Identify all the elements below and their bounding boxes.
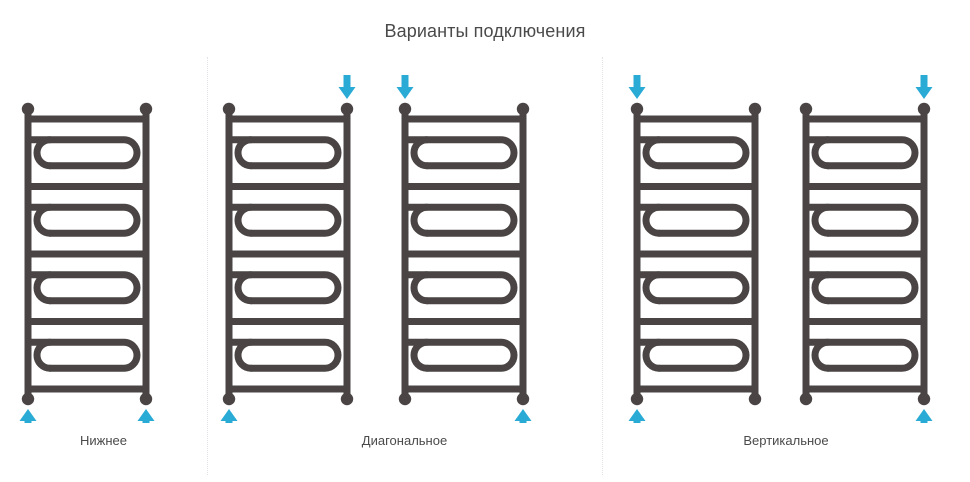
- coil-3-left-bend: [642, 271, 663, 305]
- coil-1-upper: [401, 136, 518, 170]
- knob-top-right: [748, 102, 762, 116]
- panel-label-bottom: Нижнее: [80, 433, 127, 448]
- flow-arrow-bottom-left: [628, 409, 646, 423]
- flow-arrow-bottom-right: [137, 409, 155, 423]
- knob-bottom-right: [139, 392, 153, 406]
- coil-2-upper: [401, 203, 518, 237]
- flow-arrow-top-right: [338, 75, 356, 99]
- coil-1-upper: [225, 136, 342, 170]
- coil-4-left-bend: [33, 338, 54, 372]
- coil-1-left-bend: [642, 136, 663, 170]
- knob-top-right: [340, 102, 354, 116]
- radiator-diagonal-1: [217, 75, 359, 423]
- knob-bottom-right: [340, 392, 354, 406]
- radiator-diagonal-1-svg: [220, 75, 356, 423]
- coil-4-upper: [24, 338, 141, 372]
- panel-divider-2: [602, 57, 603, 475]
- knob-top-left: [630, 102, 644, 116]
- knob-bottom-left: [222, 392, 236, 406]
- coil-2-upper: [24, 203, 141, 237]
- coil-4-upper: [401, 338, 518, 372]
- coil-3-upper: [633, 271, 750, 305]
- coil-1-left-bend: [410, 136, 431, 170]
- panel-diagonal-connection: Диагональное: [207, 57, 602, 475]
- coil-1-upper: [633, 136, 750, 170]
- knob-top-left: [21, 102, 35, 116]
- coil-4-upper: [633, 338, 750, 372]
- coil-3-left-bend: [811, 271, 832, 305]
- coil-3-left-bend: [33, 271, 54, 305]
- coil-2-left-bend: [33, 203, 54, 237]
- knob-bottom-left: [398, 392, 412, 406]
- radiator-vertical-2-svg: [799, 75, 933, 423]
- radiator-vertical-1: [625, 75, 767, 423]
- radiator-bottom-1: [16, 75, 158, 423]
- knob-bottom-left: [799, 392, 813, 406]
- knob-top-right: [917, 102, 931, 116]
- radiator-vertical-2: [794, 75, 936, 423]
- coil-2-upper: [802, 203, 919, 237]
- coil-4-upper: [802, 338, 919, 372]
- coil-3-upper: [802, 271, 919, 305]
- coil-1-upper: [24, 136, 141, 170]
- panel-label-diagonal: Диагональное: [361, 433, 448, 448]
- coil-3-upper: [24, 271, 141, 305]
- knob-bottom-right: [516, 392, 530, 406]
- coil-2-upper: [225, 203, 342, 237]
- knob-top-right: [139, 102, 153, 116]
- knob-bottom-left: [630, 392, 644, 406]
- panel-divider-1: [207, 57, 208, 475]
- flow-arrow-top-left: [628, 75, 646, 99]
- coil-2-upper: [633, 203, 750, 237]
- flow-arrow-bottom-left: [220, 409, 238, 423]
- knob-top-right: [516, 102, 530, 116]
- flow-arrow-bottom-left: [19, 409, 37, 423]
- radiator-vertical-1-svg: [628, 75, 762, 423]
- coil-3-left-bend: [410, 271, 431, 305]
- radiator-diagonal-2: [393, 75, 535, 423]
- radiator-bottom-1-svg: [19, 102, 155, 423]
- knob-bottom-right: [748, 392, 762, 406]
- page-title: Варианты подключения: [384, 21, 586, 41]
- flow-arrow-bottom-right: [915, 409, 933, 423]
- knob-top-left: [398, 102, 412, 116]
- coil-1-left-bend: [33, 136, 54, 170]
- coil-1-left-bend: [811, 136, 832, 170]
- coil-2-left-bend: [410, 203, 431, 237]
- radiator-diagonal-2-svg: [396, 75, 532, 423]
- knob-bottom-left: [21, 392, 35, 406]
- coil-2-left-bend: [234, 203, 255, 237]
- coil-2-left-bend: [642, 203, 663, 237]
- coil-1-left-bend: [234, 136, 255, 170]
- knob-bottom-right: [917, 392, 931, 406]
- knob-top-left: [799, 102, 813, 116]
- coil-3-upper: [401, 271, 518, 305]
- panel-label-vertical: Вертикальное: [743, 433, 829, 448]
- panel-vertical-connection: Вертикальное: [602, 57, 970, 475]
- coil-4-left-bend: [234, 338, 255, 372]
- coil-3-upper: [225, 271, 342, 305]
- coil-1-upper: [802, 136, 919, 170]
- coil-4-upper: [225, 338, 342, 372]
- coil-4-left-bend: [642, 338, 663, 372]
- coil-2-left-bend: [811, 203, 832, 237]
- flow-arrow-top-right: [915, 75, 933, 99]
- coil-4-left-bend: [410, 338, 431, 372]
- coil-3-left-bend: [234, 271, 255, 305]
- coil-4-left-bend: [811, 338, 832, 372]
- flow-arrow-bottom-right: [514, 409, 532, 423]
- panel-bottom-connection: Нижнее: [0, 57, 207, 475]
- flow-arrow-top-left: [396, 75, 414, 99]
- knob-top-left: [222, 102, 236, 116]
